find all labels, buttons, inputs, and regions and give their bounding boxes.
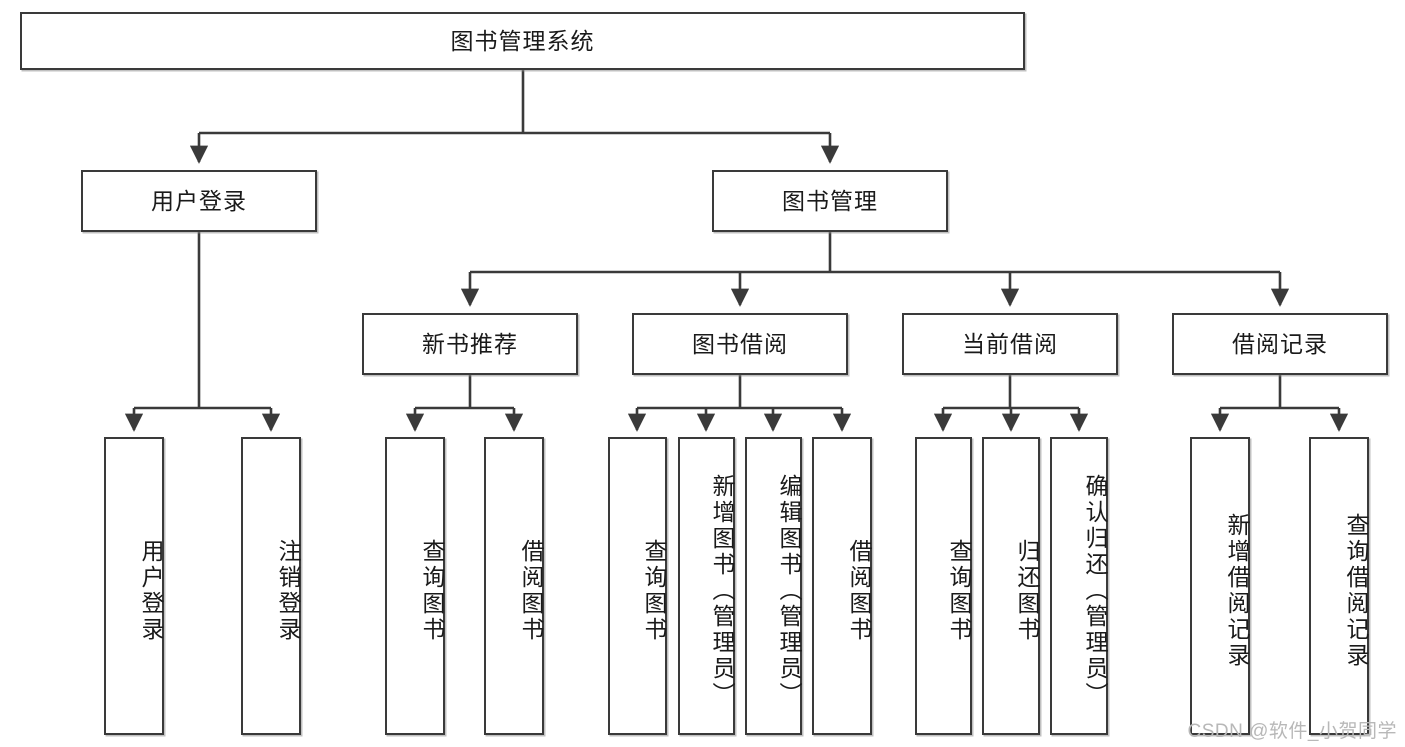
node-root[interactable]: 图书管理系统: [20, 12, 1025, 70]
node-root-label: 图书管理系统: [450, 27, 595, 54]
node-book-borrow[interactable]: 图书借阅: [632, 313, 848, 375]
leaf-borrow-books[interactable]: 借阅图书: [812, 437, 872, 735]
leaf-query-borrow-record[interactable]: 查询借阅记录: [1309, 437, 1369, 735]
leaf-query-books-borrow-label: 查询图书: [641, 539, 667, 643]
leaf-confirm-return-admin-label: 确认归还（管理员）: [1082, 474, 1108, 708]
leaf-query-books-borrow[interactable]: 查询图书: [608, 437, 667, 735]
leaf-return-books[interactable]: 归还图书: [982, 437, 1040, 735]
leaf-query-borrow-record-label: 查询借阅记录: [1343, 513, 1369, 669]
node-current-borrow-label: 当前借阅: [962, 330, 1058, 357]
node-book-management[interactable]: 图书管理: [712, 170, 948, 232]
node-user-login-label: 用户登录: [151, 187, 247, 214]
leaf-add-borrow-record-label: 新增借阅记录: [1224, 513, 1250, 669]
leaf-query-books-recommend-label: 查询图书: [419, 539, 445, 643]
node-user-login[interactable]: 用户登录: [81, 170, 317, 232]
leaf-add-book-admin-label: 新增图书（管理员）: [709, 474, 735, 708]
leaf-edit-book-admin[interactable]: 编辑图书（管理员）: [745, 437, 802, 735]
leaf-logout[interactable]: 注销登录: [241, 437, 301, 735]
node-book-management-label: 图书管理: [782, 187, 878, 214]
leaf-user-login-label: 用户登录: [138, 539, 164, 643]
leaf-borrow-books-recommend[interactable]: 借阅图书: [484, 437, 544, 735]
leaf-query-books-current-label: 查询图书: [946, 539, 972, 643]
leaf-query-books-current[interactable]: 查询图书: [915, 437, 972, 735]
node-current-borrow[interactable]: 当前借阅: [902, 313, 1118, 375]
node-borrow-records-label: 借阅记录: [1232, 330, 1328, 357]
node-book-borrow-label: 图书借阅: [692, 330, 788, 357]
node-borrow-records[interactable]: 借阅记录: [1172, 313, 1388, 375]
leaf-user-login[interactable]: 用户登录: [104, 437, 164, 735]
leaf-confirm-return-admin[interactable]: 确认归还（管理员）: [1050, 437, 1108, 735]
leaf-add-borrow-record[interactable]: 新增借阅记录: [1190, 437, 1250, 735]
watermark-text: CSDN @软件_小贺同学: [1187, 721, 1397, 742]
leaf-return-books-label: 归还图书: [1014, 539, 1040, 643]
leaf-query-books-recommend[interactable]: 查询图书: [385, 437, 445, 735]
leaf-logout-label: 注销登录: [275, 539, 301, 643]
leaf-edit-book-admin-label: 编辑图书（管理员）: [776, 474, 802, 708]
leaf-borrow-books-recommend-label: 借阅图书: [518, 539, 544, 643]
node-new-book-recommendation[interactable]: 新书推荐: [362, 313, 578, 375]
leaf-add-book-admin[interactable]: 新增图书（管理员）: [678, 437, 735, 735]
node-new-book-recommendation-label: 新书推荐: [422, 330, 518, 357]
leaf-borrow-books-label: 借阅图书: [846, 539, 872, 643]
